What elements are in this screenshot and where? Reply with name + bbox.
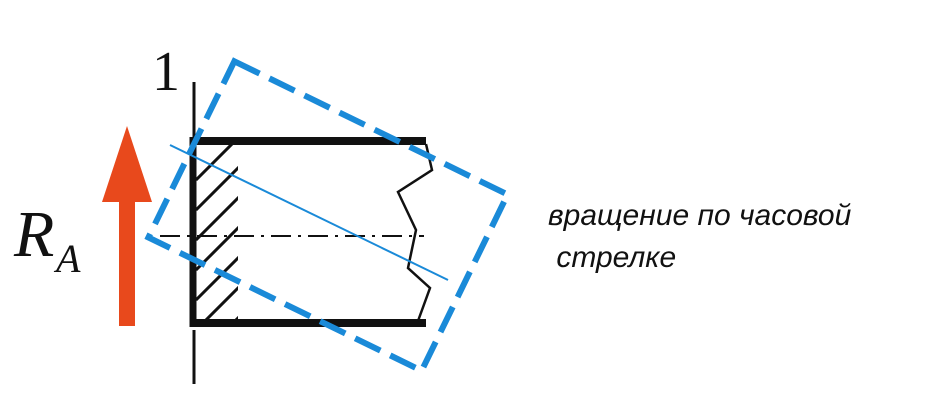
reaction-force-arrow [102, 126, 152, 326]
section-number: 1 [152, 41, 180, 103]
rotated-axis [169, 144, 449, 281]
hatch-pattern [196, 144, 238, 320]
beam-outline [189, 137, 426, 327]
force-symbol: R [13, 198, 54, 271]
zigzag-break-line [396, 143, 434, 322]
force-subscript: A [53, 236, 81, 281]
force-label: R [13, 198, 54, 271]
caption-line-2: стрелке [548, 241, 676, 274]
rotated-section-outline [144, 57, 512, 375]
caption-line-1: вращение по часовой [548, 199, 852, 232]
